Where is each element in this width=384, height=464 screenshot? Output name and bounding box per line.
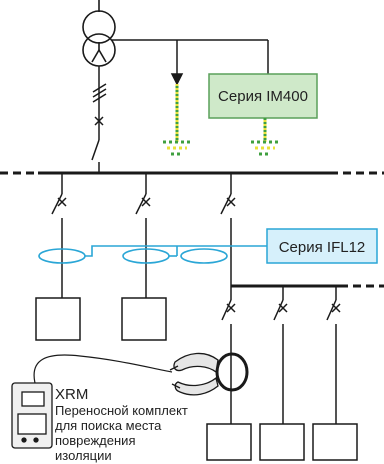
neutral-line (112, 39, 269, 86)
feeder-3 (206, 173, 252, 461)
transformer-feeder (91, 66, 107, 173)
earth-symbol-icon (163, 84, 191, 156)
im400-box: Серия IM400 (208, 73, 318, 119)
transformer-icon (82, 0, 116, 67)
ifl12-box: Серия IFL12 (266, 228, 378, 264)
earth-symbol-icon (251, 118, 279, 156)
toroid-sensor-icon (180, 248, 228, 264)
handheld-device-icon (11, 382, 53, 449)
xrm-desc-line-1: Переносной комплект (55, 403, 188, 418)
ifl12-label: Серия IFL12 (279, 239, 366, 256)
test-cable (33, 354, 173, 384)
xrm-desc-line-2: для поиска места (55, 418, 162, 433)
xrm-label-group: XRM Переносной комплект для поиска места… (55, 386, 188, 463)
toroid-sensors (38, 245, 350, 264)
secondary-feeders (259, 286, 358, 461)
xrm-desc-line-4: изоляции (55, 448, 112, 463)
im400-label: Серия IM400 (218, 88, 308, 105)
feeder-2 (121, 173, 167, 341)
xrm-desc-line-3: повреждения (55, 433, 135, 448)
feeder-1 (35, 173, 81, 341)
clamp-meter-icon (169, 352, 249, 396)
xrm-title: XRM (55, 386, 88, 403)
